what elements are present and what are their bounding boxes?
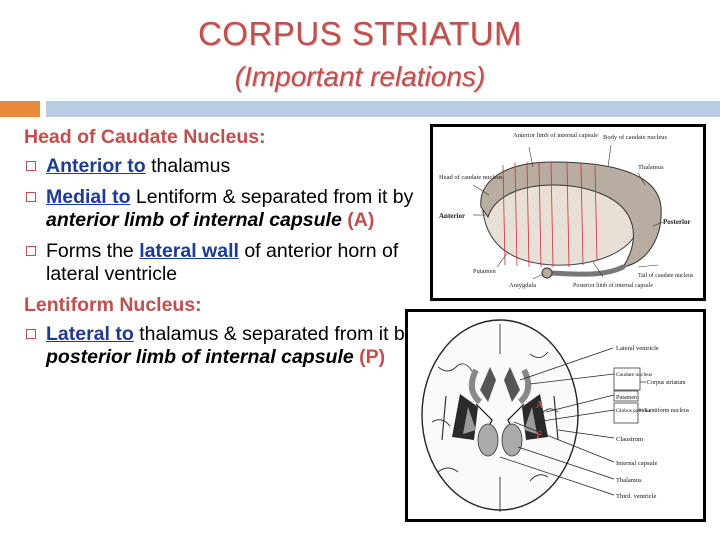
bullet-item: Forms the lateral wall of anterior horn … bbox=[24, 240, 424, 286]
gyri-lines bbox=[431, 324, 559, 512]
figure-horizontal-section: A P Lateral ventricle Caudate nucleus Co… bbox=[405, 309, 706, 522]
lateral-ventricle-shape bbox=[480, 367, 520, 402]
bullet-keyword: Lateral to bbox=[46, 323, 134, 345]
label-amygdala: Amygdala bbox=[509, 282, 536, 289]
thalamus-right-shape bbox=[501, 423, 523, 457]
horizontal-section-diagram: A P Lateral ventricle Caudate nucleus Co… bbox=[421, 319, 690, 512]
lateral-view-diagram: Anterior limb of internal capsule Body o… bbox=[439, 132, 694, 289]
section-heading-caudate: Head of Caudate Nucleus: bbox=[24, 126, 266, 148]
square-bullet-icon bbox=[26, 161, 36, 171]
label-lateral-ventricle: Lateral ventricle bbox=[616, 345, 659, 352]
globus-box bbox=[613, 402, 639, 424]
label-body-caudate: Body of caudate nucleus bbox=[603, 134, 668, 141]
title-block: CORPUS STRIATUM (Important relations) bbox=[0, 14, 720, 94]
bullet-text: Forms the bbox=[46, 240, 140, 262]
bullet-text: of anterior horn of lateral ventricle bbox=[46, 240, 399, 285]
label-tail-caudate: Tail of caudate nucleus bbox=[638, 272, 694, 279]
label-corpus-striatum: Corpus striatum bbox=[647, 380, 686, 386]
globus-shape bbox=[463, 407, 537, 434]
label-lentiform: Lentiform nucleus bbox=[645, 407, 690, 414]
bullet-keyword: Anterior to bbox=[46, 155, 146, 177]
leader-lines bbox=[499, 347, 615, 496]
slide-title: CORPUS STRIATUM bbox=[197, 15, 523, 52]
section-heading-lentiform: Lentiform Nucleus: bbox=[24, 294, 202, 316]
square-bullet-icon bbox=[26, 246, 36, 256]
caudate-section-shape bbox=[468, 368, 532, 405]
bullet-tag: (A) bbox=[341, 209, 375, 231]
slide-content: Head of Caudate Nucleus: Anterior to tha… bbox=[24, 126, 424, 377]
bullet-item: Medial to Lentiform & separated from it … bbox=[24, 186, 424, 232]
title-rule-blue bbox=[46, 101, 720, 117]
figure-lateral-view: Anterior limb of internal capsule Body o… bbox=[430, 124, 706, 301]
label-thalamus: Thalamus bbox=[638, 164, 664, 171]
square-bullet-icon bbox=[26, 192, 36, 202]
bullet-italic: posterior limb of internal capsule bbox=[46, 346, 354, 368]
bullet-text: thalamus & separated from it by bbox=[133, 323, 415, 345]
bullet-item: Lateral to thalamus & separated from it … bbox=[24, 323, 424, 369]
label-anterior-limb: Anterior limb of internal capsule bbox=[513, 132, 598, 139]
slide-subtitle: (Important relations) bbox=[234, 61, 486, 92]
capsule-fibres bbox=[502, 161, 598, 268]
label-thalamus: Thalamus bbox=[616, 477, 642, 484]
label-third-ventricle: Third. ventricle bbox=[616, 493, 657, 500]
caudate-shape bbox=[480, 161, 662, 268]
bullet-text: Lentiform & separated from it by bbox=[130, 186, 414, 208]
bullet-italic: anterior limb of internal capsule bbox=[46, 209, 342, 231]
thalamus-left-shape bbox=[477, 423, 499, 457]
claustrum-shape bbox=[441, 395, 559, 441]
label-putamen: Putamen bbox=[473, 268, 496, 275]
label-anterior: Anterior bbox=[439, 212, 465, 220]
leader-lines bbox=[472, 144, 664, 280]
label-claustrum: Claustrum bbox=[616, 436, 643, 443]
marker-p: P bbox=[536, 430, 542, 441]
bullet-keyword: lateral wall bbox=[139, 240, 239, 262]
marker-a: A bbox=[536, 400, 544, 411]
bullet-text: thalamus bbox=[145, 155, 231, 177]
putamen-box bbox=[613, 390, 639, 402]
label-posterior-limb: Posterior limb of internal capsule bbox=[573, 282, 653, 289]
label-caudate: Caudate nucleus bbox=[616, 372, 652, 378]
label-putamen: Putamen bbox=[616, 395, 637, 401]
label-internal-capsule: Internal capsule bbox=[616, 460, 657, 467]
caudate-box bbox=[613, 367, 641, 391]
title-rule-orange bbox=[0, 101, 40, 117]
bullet-item: Anterior to thalamus bbox=[24, 155, 424, 178]
square-bullet-icon bbox=[26, 329, 36, 339]
caudate-tail-shape bbox=[548, 264, 626, 277]
bullet-keyword: Medial to bbox=[46, 186, 131, 208]
amygdala-shape bbox=[541, 267, 553, 279]
bullet-tag: (P) bbox=[353, 346, 386, 368]
label-head-caudate: Head of caudate nucleus bbox=[439, 174, 503, 181]
label-globus: Globus pallidus bbox=[616, 408, 651, 414]
label-posterior: Posterior bbox=[663, 218, 691, 226]
